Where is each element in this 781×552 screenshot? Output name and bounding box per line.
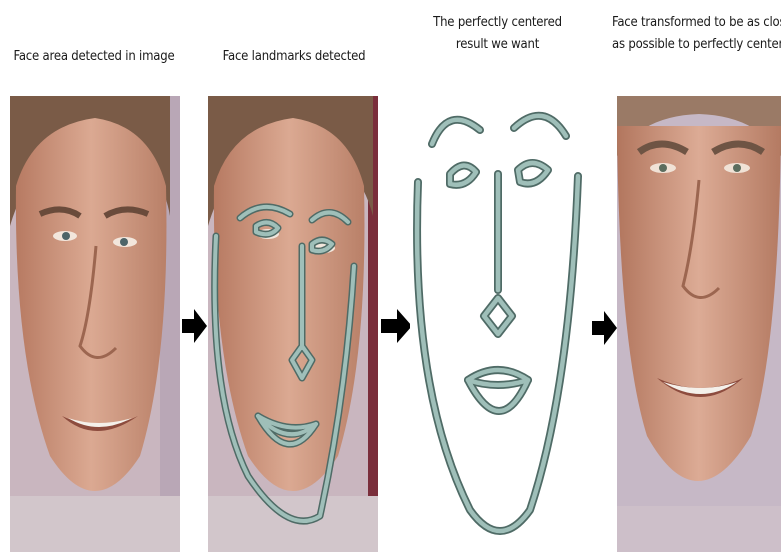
centered-landmark-template bbox=[410, 90, 590, 552]
caption-line: Face transformed to be as close bbox=[612, 12, 781, 34]
caption-step-1: Face area detected in image bbox=[8, 46, 180, 68]
caption-step-3: The perfectly centered result we want bbox=[405, 12, 590, 56]
face-photo-transformed bbox=[617, 96, 781, 552]
right-arrow-icon bbox=[379, 306, 413, 350]
right-arrow-icon bbox=[180, 306, 208, 350]
caption-line: Face area detected in image bbox=[8, 46, 180, 68]
caption-line: result we want bbox=[405, 34, 590, 56]
face-photo-original bbox=[10, 96, 180, 552]
caption-line: The perfectly centered bbox=[405, 12, 590, 34]
right-arrow-icon bbox=[590, 308, 618, 352]
caption-step-2: Face landmarks detected bbox=[208, 46, 380, 68]
caption-line: Face landmarks detected bbox=[208, 46, 380, 68]
face-photo-landmarks bbox=[208, 96, 378, 552]
caption-line: as possible to perfectly centered bbox=[612, 34, 781, 56]
caption-step-4: Face transformed to be as close as possi… bbox=[612, 12, 781, 56]
